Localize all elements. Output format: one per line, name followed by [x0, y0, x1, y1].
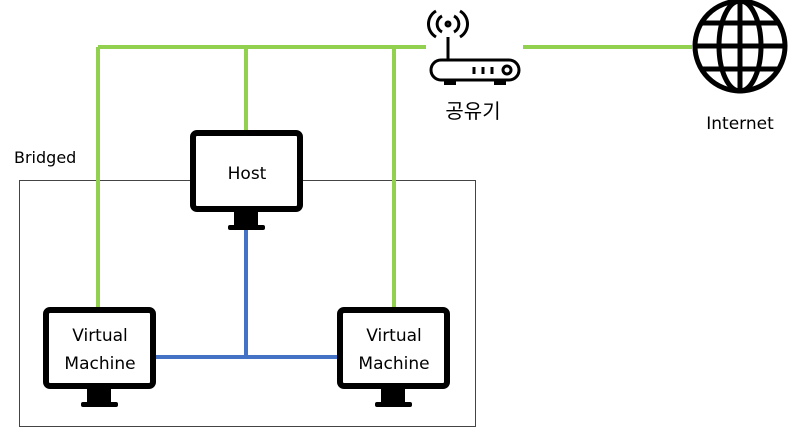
host-links: [156, 228, 338, 359]
vm-left-monitor: Virtual Machine: [43, 307, 156, 407]
internet-label: Internet: [706, 114, 774, 134]
monitor-icon: [190, 130, 303, 212]
wifi-router-icon: [426, 9, 521, 85]
vm-right-label-line1: Virtual: [366, 326, 422, 346]
globe-icon: [692, 0, 788, 94]
host-monitor: Host: [190, 130, 303, 230]
vm-right-monitor: Virtual Machine: [337, 307, 450, 407]
vm-left-label-line1: Virtual: [72, 326, 128, 346]
monitor-icon: [43, 307, 156, 389]
bridged-label: Bridged: [14, 148, 76, 167]
vm-left-label-line2: Machine: [64, 354, 135, 374]
host-label: Host: [228, 164, 267, 184]
bridge-links: [96, 45, 692, 308]
router-label: 공유기: [445, 99, 500, 123]
monitor-icon: [337, 307, 450, 389]
vm-right-label-line2: Machine: [358, 354, 429, 374]
